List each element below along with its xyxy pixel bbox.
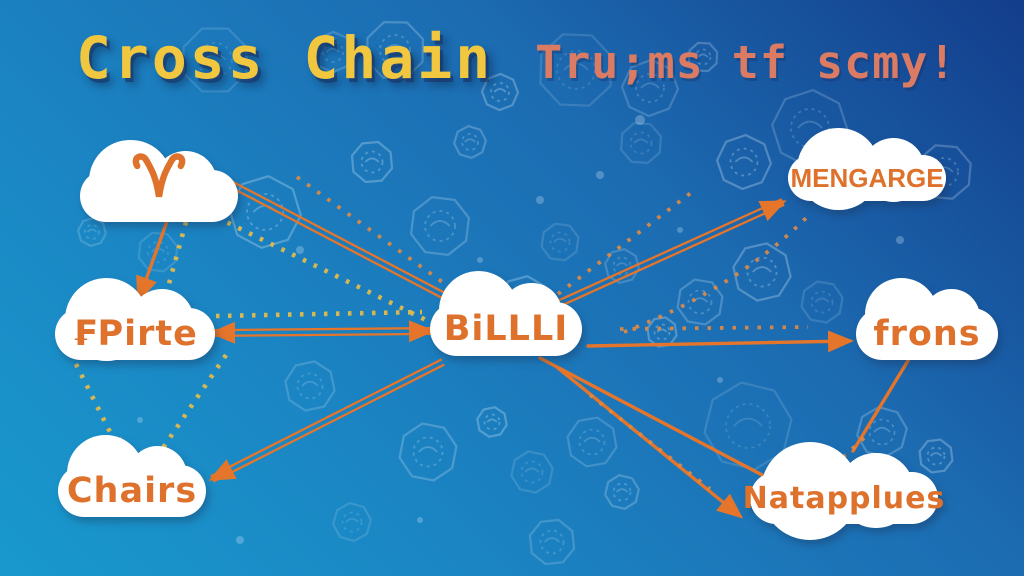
node-label-pirte: ₣Pirte xyxy=(72,314,198,354)
node-cloud-ram-horns xyxy=(80,139,238,222)
node-cloud-mengarge: MENGARGE xyxy=(788,128,946,211)
node-label-chairs: Chairs xyxy=(66,471,198,511)
node-label-frons: frons xyxy=(873,314,981,354)
node-label-mengarge: MENGARGE xyxy=(790,162,944,193)
title-suffix: Tru;ms tf scmy! xyxy=(535,36,957,89)
node-cloud-pirte: ₣Pirte xyxy=(55,277,215,362)
ram-horns-icon xyxy=(80,153,238,206)
node-cloud-chairs: Chairs xyxy=(58,434,206,517)
node-label-natapplues: Natapplues xyxy=(742,480,946,516)
page-title: Cross Chain Tru;ms tf scmy! xyxy=(76,24,957,92)
node-cloud-frons: frons xyxy=(856,277,998,360)
title-main: Cross Chain xyxy=(76,24,494,92)
node-cloud-natapplues: Natapplues xyxy=(742,441,946,540)
node-cloud-billli: BiLLLI xyxy=(430,270,582,356)
node-label-billli: BiLLLI xyxy=(443,309,569,349)
